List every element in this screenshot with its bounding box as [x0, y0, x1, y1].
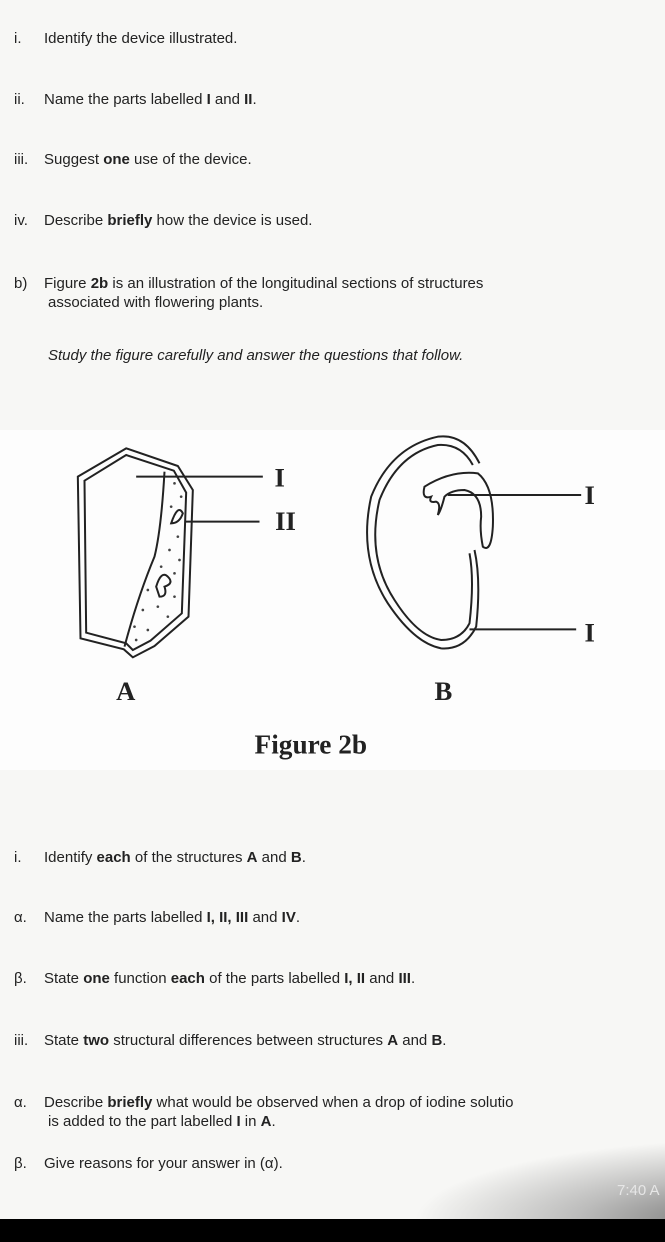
endosperm-dots [133, 482, 183, 642]
figure-labels: I II I I A B Figure 2b [116, 463, 595, 760]
question-iv: iv.Describe briefly how the device is us… [14, 212, 313, 229]
b-label-lower: I [585, 618, 595, 648]
question-alpha-iodine: α.Describe briefly what would be observe… [14, 1094, 514, 1111]
label-b: B [435, 676, 453, 706]
figure-2b: I II I I A B Figure 2b [0, 430, 665, 770]
question-b-line2: associated with flowering plants. [48, 294, 264, 311]
question-alpha-name-parts: α.Name the parts labelled I, II, III and… [14, 909, 301, 926]
question-identify-ab: i.Identify each of the structures A and … [14, 849, 306, 866]
status-time: 7:40 A [617, 1182, 660, 1199]
question-i: i.Identify the device illustrated. [14, 30, 238, 47]
structure-a [76, 447, 263, 659]
b-label-i: I [585, 480, 595, 510]
figure-caption: Figure 2b [255, 729, 368, 759]
structure-b [366, 435, 582, 650]
question-beta-reasons: β.Give reasons for your answer in (α). [14, 1155, 283, 1172]
a-label-ii: II [275, 506, 296, 536]
label-a: A [116, 676, 136, 706]
study-instruction: Study the figure carefully and answer th… [48, 347, 464, 364]
seed-diagram: I II I I A B Figure 2b [76, 435, 595, 760]
shadow-overlay [355, 1142, 665, 1219]
question-iii: iii.Suggest one use of the device. [14, 151, 252, 168]
question-b: b)Figure 2b is an illustration of the lo… [14, 275, 484, 292]
question-alpha-iodine-line2: is added to the part labelled I in A. [48, 1113, 276, 1130]
question-iii-differences: iii.State two structural differences bet… [14, 1032, 447, 1049]
a-label-i: I [275, 463, 285, 493]
question-beta-function: β.State one function each of the parts l… [14, 970, 416, 987]
navigation-bar [0, 1219, 665, 1242]
question-ii: ii.Name the parts labelled I and II. [14, 91, 257, 108]
